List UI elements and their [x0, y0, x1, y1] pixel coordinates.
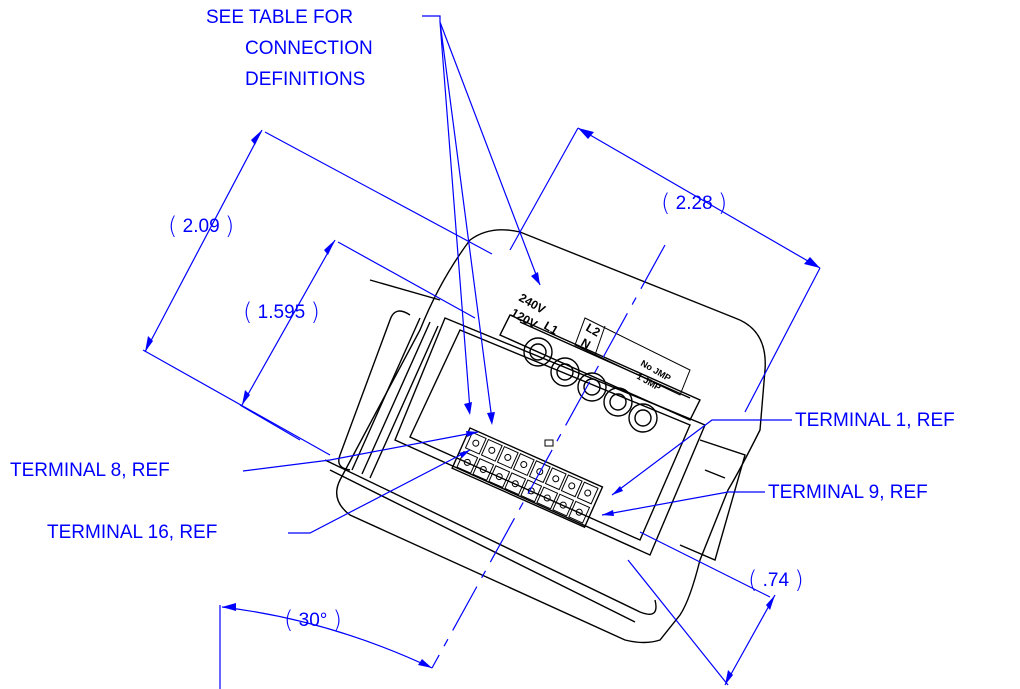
terminal-8-label: TERMINAL 8, REF: [10, 460, 170, 481]
housing-outer: [336, 229, 766, 644]
dimension-2-28: ( 2.28 ): [661, 189, 728, 217]
pin-contact: [472, 439, 480, 447]
pin-contact: [559, 501, 567, 509]
pin-contact: [568, 482, 576, 490]
mark-l2: L2: [584, 320, 603, 339]
center-line: [431, 244, 666, 669]
dimension-1-595-value: 1.595: [257, 302, 306, 323]
pin-contact: [495, 473, 503, 481]
terminal-1-leader: [611, 419, 792, 496]
pin-contact: [479, 465, 487, 473]
pin-contact: [488, 446, 496, 454]
terminal-16-leader: [288, 449, 471, 534]
pin-cell: [512, 453, 535, 477]
dim-2-28-lines: [509, 127, 821, 413]
see-table-line-1: SEE TABLE FOR: [206, 7, 354, 28]
housing-flange: [324, 279, 657, 623]
pin-contact: [504, 453, 512, 461]
dimension-angle-30: ( 30° ): [284, 606, 343, 634]
side-ribs: [338, 310, 439, 479]
terminal-9-leader: [601, 491, 765, 516]
pin-cell: [488, 465, 511, 489]
terminal-9-label: TERMINAL 9, REF: [768, 482, 928, 503]
pin-cell: [560, 474, 583, 498]
pin-cell: [480, 438, 503, 462]
dimension-2-09: ( 2.09 ): [168, 212, 235, 240]
latch-tab: [544, 439, 554, 447]
mark-l1: L1: [542, 318, 561, 337]
pin-contact: [575, 508, 583, 516]
dimension-2-28-value: 2.28: [675, 193, 713, 214]
terminal-16-label: TERMINAL 16, REF: [47, 522, 218, 543]
dimension-1-595: ( 1.595 ): [243, 298, 320, 326]
screw-terminals: [523, 337, 658, 433]
terminal-8-leader: [242, 431, 479, 472]
pin-contact: [527, 487, 535, 495]
pin-contact: [584, 489, 592, 497]
pin-cell: [520, 479, 543, 503]
pin-contact: [552, 475, 560, 483]
pin-contact: [463, 458, 471, 466]
dim-074-lines: [627, 531, 776, 686]
annotations: [142, 15, 821, 689]
terminal-1-label: TERMINAL 1, REF: [795, 410, 955, 431]
dimension-angle-30-value: 30°: [298, 610, 328, 631]
dimension-0-74-value: .74: [762, 570, 790, 591]
pin-cell: [456, 450, 479, 474]
pin-cell: [536, 486, 559, 510]
pin-cell: [552, 493, 575, 517]
pin-connector: [451, 427, 604, 529]
see-table-line-3: DEFINITIONS: [245, 69, 366, 90]
pin-contact: [511, 480, 519, 488]
dim-angle-lines: [219, 605, 433, 689]
pin-cell: [544, 467, 567, 491]
pin-cell: [568, 500, 591, 524]
part-outline: 240V 120V L1 L2 N No JMP 1 JMP: [324, 229, 766, 644]
see-table-line-2: CONNECTION: [245, 38, 373, 59]
dimension-2-09-value: 2.09: [182, 216, 220, 237]
pin-cell: [504, 472, 527, 496]
inner-cavity-2: [409, 329, 691, 541]
pin-cell: [464, 431, 487, 455]
pin-contact: [543, 494, 551, 502]
terminal-strip: [499, 314, 701, 421]
right-block: [679, 439, 746, 561]
inner-cavity: [394, 317, 706, 556]
pin-contact: [520, 461, 528, 469]
marking-box: [574, 317, 691, 396]
see-table-leader: [422, 15, 541, 421]
dim-2-09-lines: [142, 129, 493, 456]
dimension-0-74: ( .74 ): [748, 566, 804, 594]
pin-cell: [472, 458, 495, 481]
dim-1-595-lines: [239, 239, 476, 441]
pin-cell: [576, 481, 599, 505]
pin-cell: [496, 445, 519, 469]
